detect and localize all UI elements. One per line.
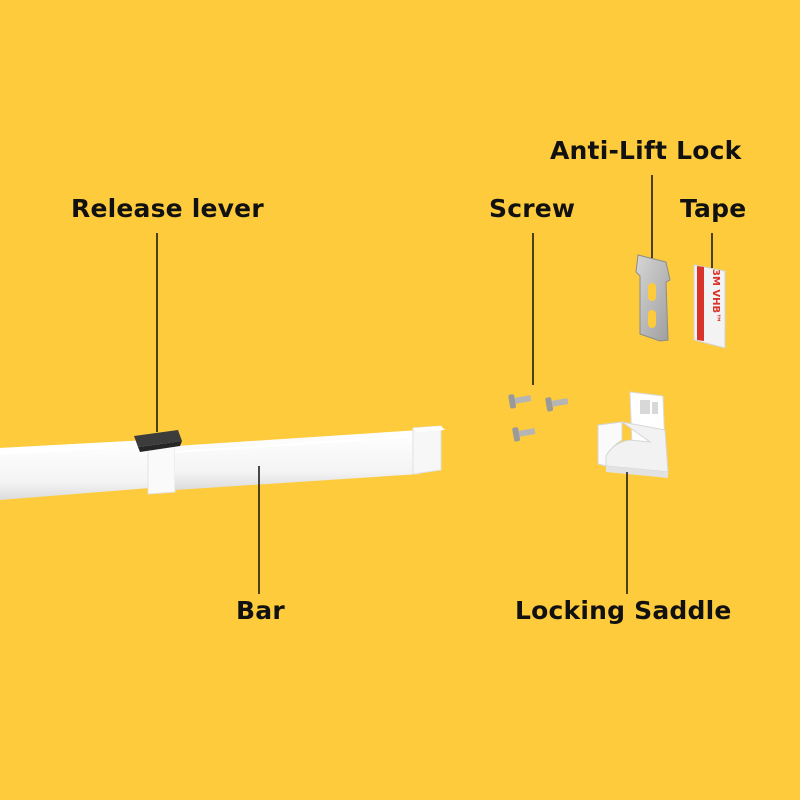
label-bar: Bar bbox=[236, 596, 285, 625]
label-locking-saddle: Locking Saddle bbox=[515, 596, 732, 625]
label-release-lever: Release lever bbox=[71, 194, 264, 223]
tape-print-text: 3M VHB™ bbox=[710, 269, 721, 323]
label-tape: Tape bbox=[680, 194, 747, 223]
anti-lift-lock-illustration bbox=[635, 254, 671, 342]
screw-illustration bbox=[508, 394, 569, 442]
label-screw: Screw bbox=[489, 194, 576, 223]
locking-saddle-illustration bbox=[597, 391, 669, 478]
release-lever-illustration bbox=[134, 430, 182, 452]
leader-lines bbox=[156, 175, 713, 594]
bar-illustration bbox=[0, 425, 445, 500]
tape-illustration bbox=[693, 264, 726, 349]
label-anti-lift-lock: Anti-Lift Lock bbox=[550, 136, 742, 165]
